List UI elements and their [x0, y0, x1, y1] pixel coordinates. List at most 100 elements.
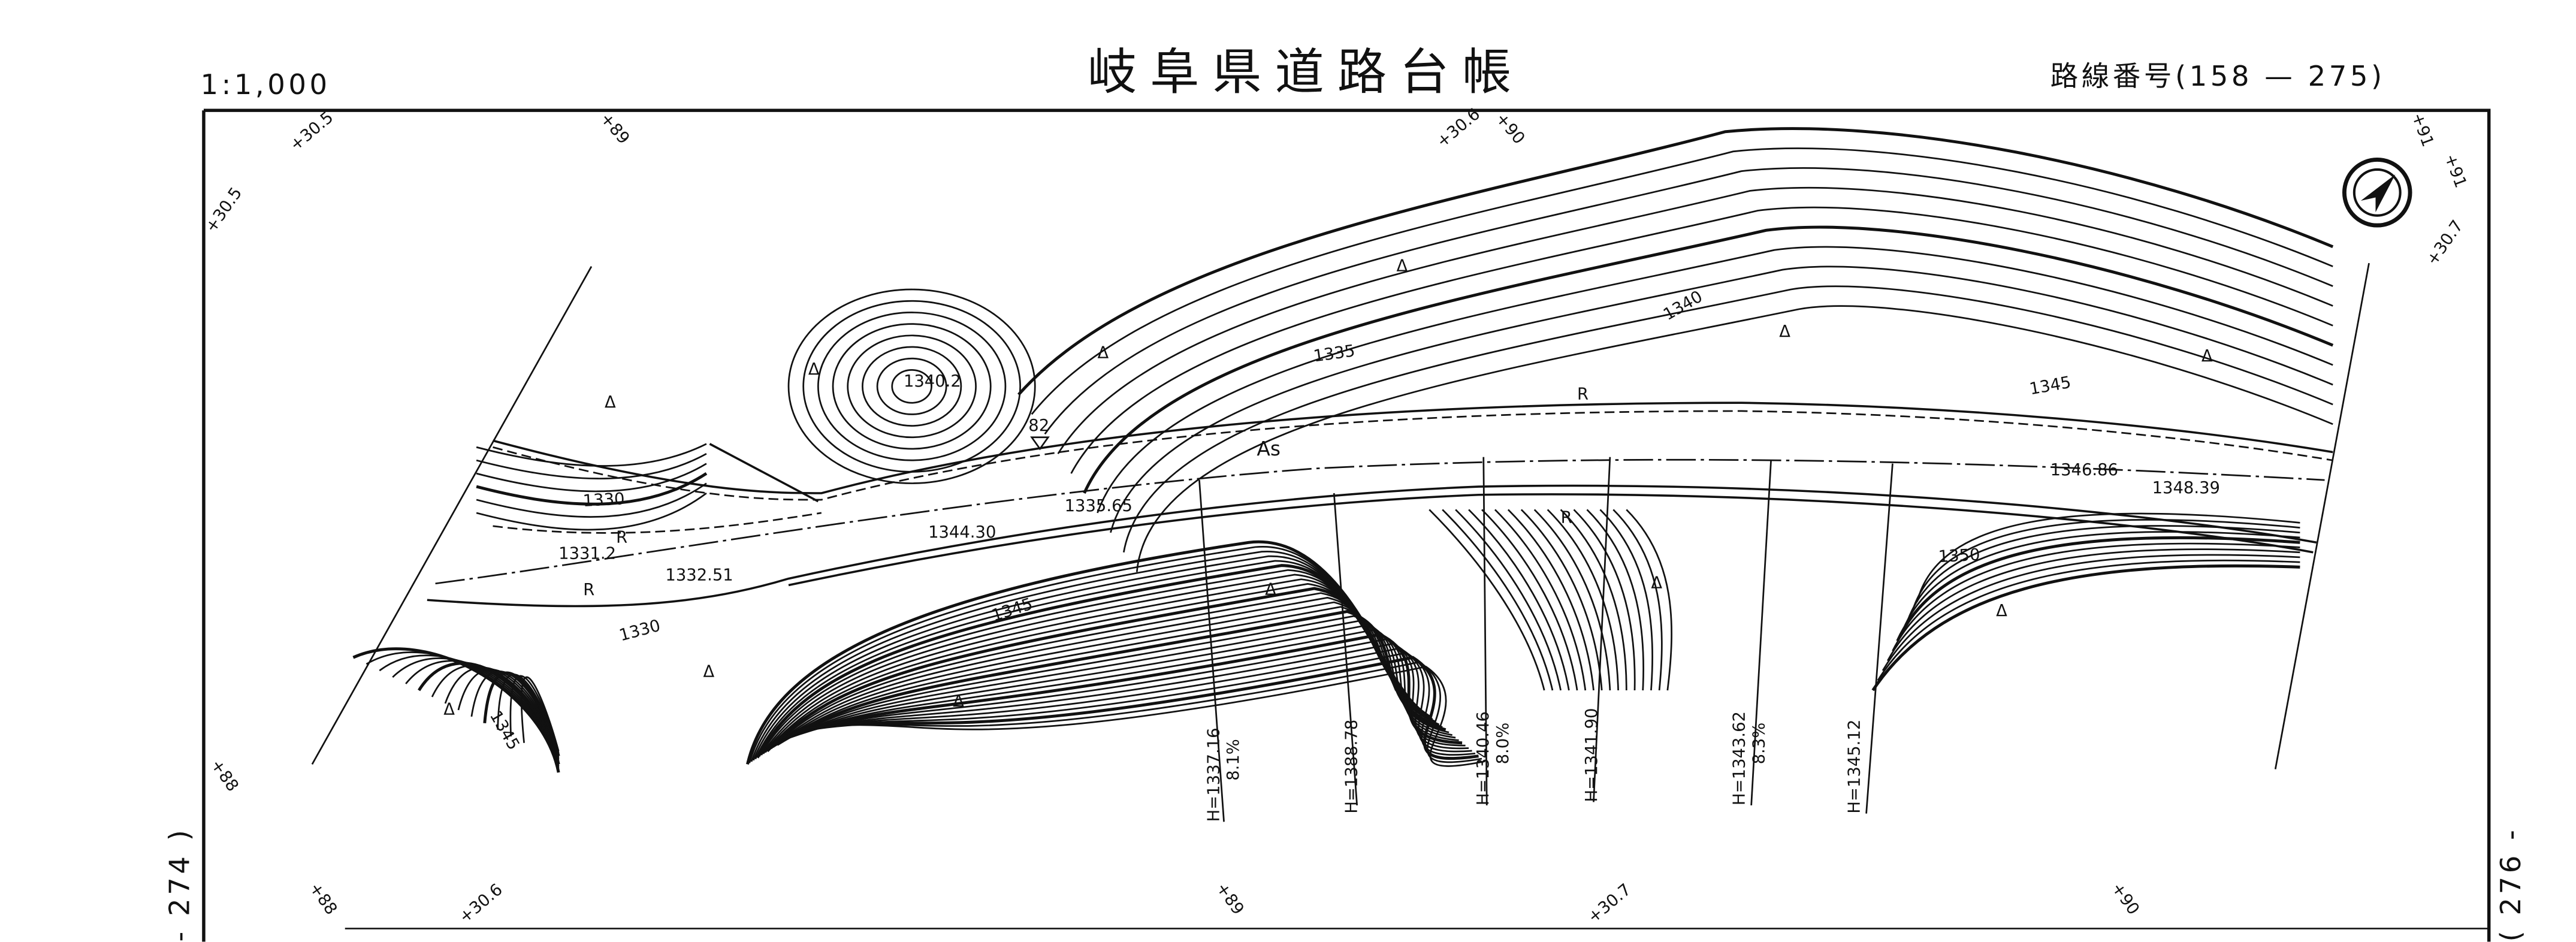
contour-line: [476, 443, 707, 467]
station-label: +88: [207, 756, 242, 795]
road-edge-label: R: [616, 528, 627, 547]
vegetation-symbol: ᐃ: [1651, 574, 1662, 593]
contour-line: [1871, 564, 2300, 692]
contour-line: [352, 647, 560, 773]
contour-line: [1097, 246, 2333, 514]
contour-line: [1031, 147, 2333, 415]
contour-line: [1533, 509, 1611, 691]
elevation-label: 1348.39: [2152, 479, 2220, 497]
sheet-title: 岐阜県道路台帳: [1088, 44, 1524, 101]
contour-line: [784, 629, 1459, 741]
station-label: +30.5: [202, 184, 246, 236]
vegetation-symbol: ᐃ: [808, 361, 820, 379]
contour-line: [1599, 509, 1654, 691]
vegetation-symbol: ᐃ: [1996, 602, 2007, 621]
vegetation-symbol: ᐃ: [703, 663, 714, 681]
contour-line: [1916, 512, 2300, 602]
station-label: +91: [2441, 152, 2470, 191]
contour-line: [1547, 509, 1619, 691]
contour-line: [795, 652, 1476, 756]
contour-line: [1442, 509, 1554, 691]
benchmark-triangle-icon: [1030, 436, 1050, 451]
station-label: +89: [596, 109, 633, 147]
contour-line: [379, 654, 560, 769]
contour-line: [1882, 554, 2300, 671]
contour-line: [891, 369, 932, 404]
elevation-label: 1331.2: [558, 545, 616, 563]
contour-line: [1110, 265, 2333, 533]
contour-line: [1626, 509, 1672, 691]
road-edge-label: R: [1577, 385, 1589, 404]
contour-line: [776, 609, 1446, 746]
contour-line: [476, 482, 707, 518]
map-boundary: [2274, 262, 2370, 769]
contour-line: [772, 601, 1440, 748]
contour-line: [796, 656, 1479, 760]
vegetation-symbol: ᐃ: [1097, 344, 1109, 363]
contour-line: [817, 312, 1007, 461]
contour-line: [1136, 305, 2333, 572]
contour-line: [520, 676, 560, 751]
contour-line: [790, 642, 1469, 750]
vegetation-symbol: ᐃ: [2201, 348, 2213, 366]
contour-line: [1520, 509, 1603, 691]
contour-line: [832, 323, 992, 450]
contour-line: [862, 346, 962, 427]
contour-line: [1906, 525, 2300, 622]
profile-elevation: H=1343.62: [1731, 711, 1749, 805]
elevation-label: 1332.51: [665, 566, 733, 584]
contour-line: [792, 647, 1472, 753]
route-number: 路線番号(158 — 275): [2050, 60, 2385, 92]
contour-line: [1896, 536, 2300, 642]
contour-line: [1612, 509, 1663, 691]
contour-line: [780, 620, 1452, 743]
next-sheet-ref: ( 276 -: [2495, 827, 2527, 942]
profile-grade: 8.3%: [1750, 723, 1769, 765]
contour-line: [1911, 518, 2300, 612]
contour-line: [431, 665, 560, 763]
contour-line: [847, 334, 977, 439]
scale-label: 1:1,000: [200, 68, 330, 101]
station-label: +30.6: [455, 880, 506, 927]
contour-line: [798, 661, 1482, 763]
elevation-label: 1346.86: [2050, 461, 2118, 479]
contour-line: [476, 453, 707, 480]
contour-line: [1017, 127, 2334, 396]
station-label: +91: [2408, 110, 2437, 149]
station-label: +30.7: [1584, 880, 1635, 927]
contour-line: [1122, 285, 2333, 552]
contour-line: [1044, 167, 2333, 435]
profile-elevation: H=1345.12: [1846, 720, 1864, 814]
profile-lines: [1198, 457, 1894, 822]
vegetation-symbol: ᐃ: [1265, 581, 1276, 599]
contour-line: [1892, 542, 2300, 651]
station-label: +30.5: [286, 108, 337, 155]
spot-elevation-peak: 1340.2: [904, 372, 961, 391]
contour-label: 1340: [1660, 287, 1706, 324]
station-label: +30.7: [2423, 217, 2468, 269]
vegetation-symbol: ᐃ: [605, 393, 616, 412]
road-edge-label: R: [1561, 508, 1572, 527]
contour-line: [801, 666, 1485, 767]
contour-line: [876, 357, 947, 415]
contour-line: [1481, 509, 1578, 691]
map-boundary: [311, 265, 593, 765]
contour-label: 1350: [1938, 546, 1980, 567]
contour-line: [1887, 548, 2300, 662]
contour-line: [476, 463, 707, 493]
contour-line: [1494, 509, 1587, 691]
profile-elevation: H=1337.16: [1204, 727, 1223, 822]
contour-line: [1429, 509, 1545, 691]
contour-line: [1573, 509, 1636, 691]
contour-line: [750, 551, 1404, 762]
contour-line: [760, 573, 1420, 756]
road-edge-label: R: [583, 581, 594, 599]
contour-line: [771, 596, 1436, 750]
road: [427, 401, 2333, 608]
contour-line: [778, 615, 1449, 744]
station-label: +90: [1492, 109, 1529, 147]
contour-line: [783, 624, 1456, 742]
contour-line: [1468, 509, 1570, 691]
prev-sheet-ref: - 274 ): [163, 827, 195, 942]
